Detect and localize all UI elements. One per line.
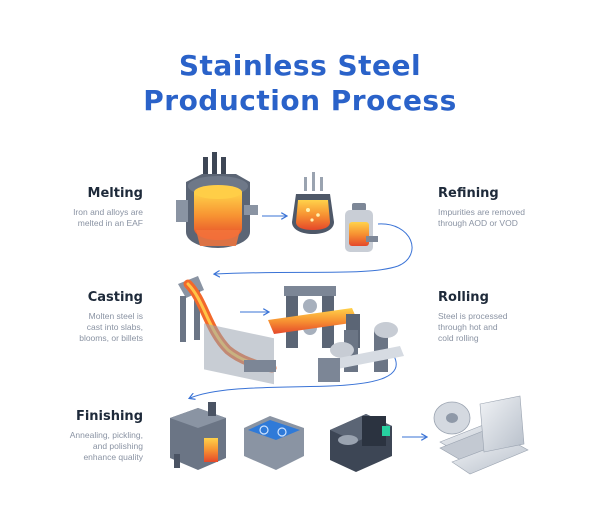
step-finishing-desc-2: and polishing xyxy=(92,441,143,451)
step-rolling-desc-1: Steel is processed xyxy=(438,311,508,321)
step-refining-desc-2: through AOD or VOD xyxy=(438,218,518,228)
flow-refining-to-rolling xyxy=(215,223,413,274)
step-finishing-desc-3: enhance quality xyxy=(83,452,143,462)
continuous-caster-icon xyxy=(178,276,277,385)
step-rolling-name: Rolling xyxy=(438,290,489,305)
step-refining-name: Refining xyxy=(438,186,499,201)
step-melting-desc-2: melted in an EAF xyxy=(77,218,143,228)
polishing-machine-icon xyxy=(330,414,392,472)
pickling-tank-icon xyxy=(244,416,304,470)
step-casting-name: Casting xyxy=(87,290,143,305)
step-refining-desc-1: Impurities are removed xyxy=(438,207,525,217)
step-finishing-desc-1: Annealing, pickling, xyxy=(69,430,143,440)
step-rolling-label: Rolling Steel is processed through hot a… xyxy=(438,290,558,344)
step-melting-label: Melting Iron and alloys are melted in an… xyxy=(48,186,143,229)
title-line-1: Stainless Steel xyxy=(178,49,422,82)
step-casting-desc-1: Molten steel is xyxy=(88,311,143,321)
step-casting-desc-3: blooms, or billets xyxy=(79,333,143,343)
refining-vessel-icon xyxy=(292,172,334,234)
step-rolling-desc-2: through hot and xyxy=(438,322,498,332)
step-melting-desc-1: Iron and alloys are xyxy=(73,207,143,217)
annealing-furnace-icon xyxy=(170,402,226,470)
step-melting-name: Melting xyxy=(87,186,143,201)
flow-arrows xyxy=(190,216,426,437)
flow-rolling-to-finishing xyxy=(190,355,397,398)
step-casting-label: Casting Molten steel is cast into slabs,… xyxy=(48,290,143,344)
step-finishing-name: Finishing xyxy=(75,409,143,424)
step-rolling-desc-3: cold rolling xyxy=(438,333,479,343)
title-line-2: Production Process xyxy=(143,84,457,117)
converter-icon xyxy=(345,203,378,252)
furnace-icon xyxy=(176,152,258,248)
step-casting-desc-2: cast into slabs, xyxy=(86,322,143,332)
step-finishing-label: Finishing Annealing, pickling, and polis… xyxy=(48,409,143,463)
cold-rolling-mill-icon xyxy=(318,322,404,382)
steel-products-icon xyxy=(433,395,529,475)
step-refining-label: Refining Impurities are removed through … xyxy=(438,186,558,229)
